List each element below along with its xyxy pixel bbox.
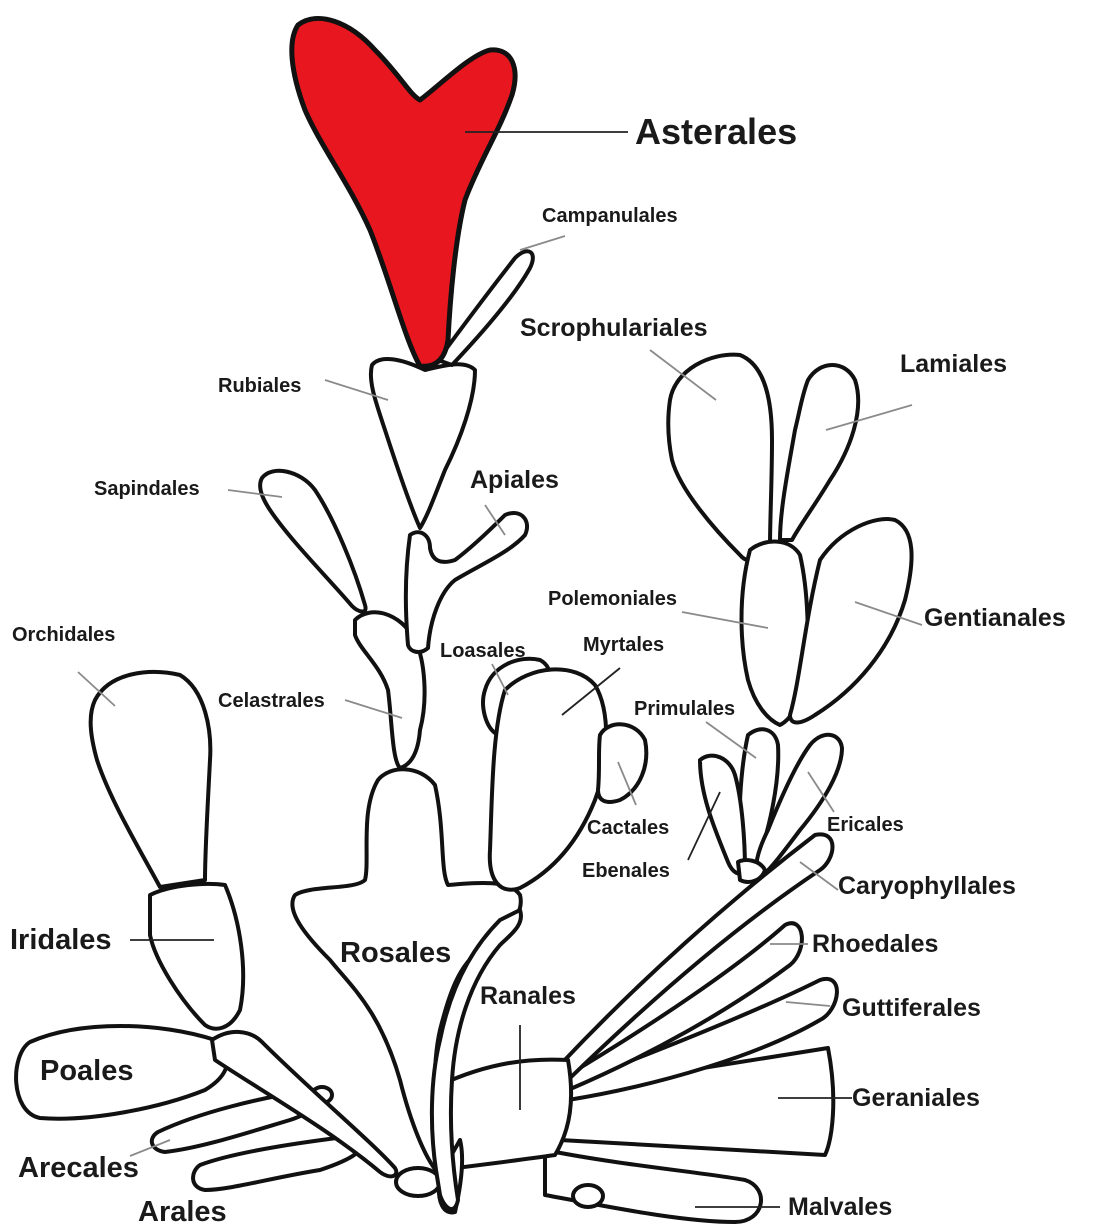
label-sapindales: Sapindales <box>94 478 200 500</box>
label-arales: Arales <box>138 1196 227 1228</box>
label-campanulales: Campanulales <box>542 205 678 227</box>
label-malvales: Malvales <box>788 1193 892 1221</box>
label-rosales: Rosales <box>340 937 451 969</box>
label-caryophyllales: Caryophyllales <box>838 872 1016 900</box>
label-gentianales: Gentianales <box>924 604 1066 632</box>
shape-apiales <box>406 513 527 652</box>
shape-small-bulb <box>573 1185 603 1207</box>
label-primulales: Primulales <box>634 698 735 720</box>
label-myrtales: Myrtales <box>583 634 664 656</box>
order-shapes <box>16 18 912 1222</box>
label-loasales: Loasales <box>440 640 526 662</box>
label-ericales: Ericales <box>827 814 904 836</box>
shape-ebenales <box>700 756 745 874</box>
label-ranales: Ranales <box>480 982 576 1010</box>
label-rubiales: Rubiales <box>218 375 301 397</box>
shape-myrtales <box>490 669 606 889</box>
shape-sapindales <box>260 471 365 612</box>
label-iridales: Iridales <box>10 924 112 956</box>
shape-orchidales <box>91 672 211 887</box>
label-rhoedales: Rhoedales <box>812 930 938 958</box>
label-asterales: Asterales <box>635 111 797 152</box>
label-scrophulariales: Scrophulariales <box>520 314 708 342</box>
shape-cactales <box>598 724 646 802</box>
label-ebenales: Ebenales <box>582 860 670 882</box>
label-arecales: Arecales <box>18 1152 139 1184</box>
shape-scrophulariales <box>668 355 772 561</box>
shape-rubiales <box>371 359 475 528</box>
label-poales: Poales <box>40 1055 134 1087</box>
label-orchidales: Orchidales <box>12 624 115 646</box>
label-apiales: Apiales <box>470 466 559 494</box>
shape-iridales <box>150 884 243 1029</box>
shape-gentianales <box>790 519 912 722</box>
label-cactales: Cactales <box>587 817 669 839</box>
label-celastrales: Celastrales <box>218 690 325 712</box>
shape-cluster-base <box>738 860 765 882</box>
shape-base-bulb <box>396 1168 440 1196</box>
leader-campanulales <box>520 236 565 250</box>
label-geraniales: Geraniales <box>852 1084 980 1112</box>
shape-lamiales <box>780 365 858 540</box>
label-guttiferales: Guttiferales <box>842 994 981 1022</box>
shape-arales <box>193 1135 363 1190</box>
label-polemoniales: Polemoniales <box>548 588 677 610</box>
label-lamiales: Lamiales <box>900 350 1007 378</box>
